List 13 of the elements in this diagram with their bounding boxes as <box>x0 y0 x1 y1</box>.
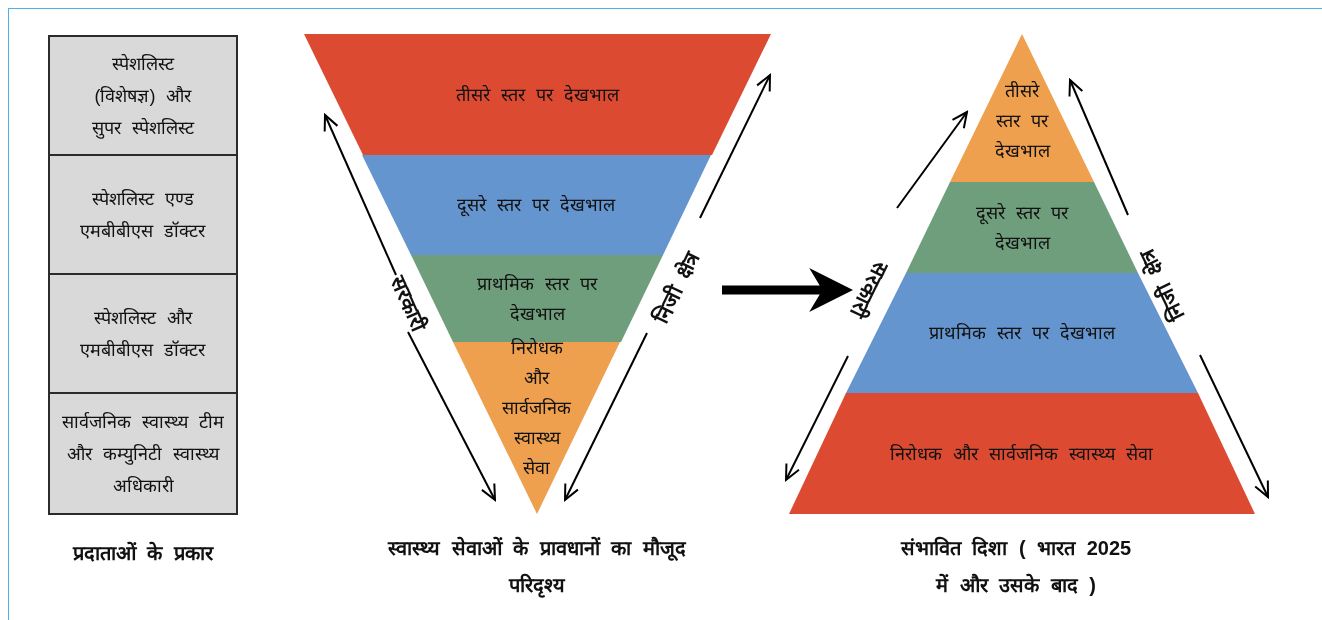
provider-box: स्पेशलिस्ट एण्ड एमबीबीएस डॉक्टर <box>48 154 238 275</box>
tier-band: तीसरे स्तर पर देखभाल <box>950 34 1094 182</box>
diagram-caption: स्वास्थ्य सेवाओं के प्रावधानों का मौजूद परिदृश्य <box>387 535 687 600</box>
tier-band: दूसरे स्तर पर देखभाल <box>906 182 1138 273</box>
tier-band: तीसरे स्तर पर देखभाल <box>304 34 771 155</box>
side-label: निजी क्षेत्र <box>648 246 705 328</box>
provider-box: स्पेशलिस्ट (विशेषज्ञ) और सुपर स्पेशलिस्ट <box>48 35 238 156</box>
tier-band: निरोधक और सार्वजनिक स्वास्थ्य सेवा <box>789 393 1255 514</box>
provider-box: सार्वजनिक स्वास्थ्य टीम और कम्युनिटी स्वास्थ्य अधिकारी <box>48 392 238 515</box>
provider-box: स्पेशलिस्ट और एमबीबीएस डॉक्टर <box>48 273 238 394</box>
column-caption: प्रदाताओं के प्रकार <box>71 540 215 566</box>
diagram-caption: संभावित दिशा ( भारत 2025 में और उसके बाद ) <box>899 535 1133 598</box>
arrow <box>722 268 854 312</box>
